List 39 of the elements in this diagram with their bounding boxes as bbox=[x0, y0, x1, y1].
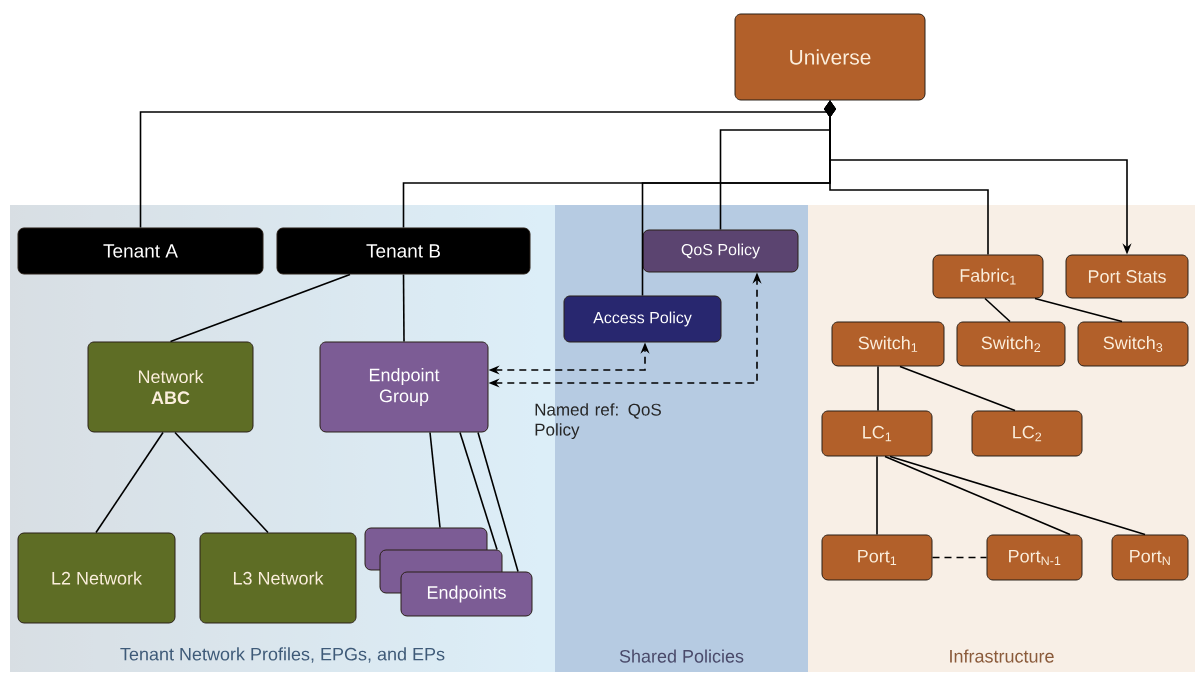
fabric-box: Fabric$_{1}$ bbox=[932, 254, 1044, 299]
connector bbox=[429, 431, 441, 529]
panel-label: Tenant Network Profiles, EPGs, and EPs bbox=[120, 647, 445, 663]
endpoint-box: Endpoints bbox=[400, 571, 533, 617]
network-box: L2 Network bbox=[17, 532, 176, 624]
connector bbox=[877, 365, 879, 412]
network-box: Network ABC bbox=[87, 341, 254, 433]
connector bbox=[931, 556, 988, 559]
connector bbox=[477, 431, 519, 573]
card-box: LC$_{1}$ bbox=[821, 410, 933, 457]
connector bbox=[174, 431, 269, 534]
connector bbox=[884, 455, 1071, 536]
policy-box: QoS Policy bbox=[642, 229, 799, 273]
card-box: LC$_{2}$ bbox=[971, 410, 1083, 457]
connector bbox=[876, 455, 878, 536]
connector bbox=[899, 365, 1016, 412]
network-box: L3 Network bbox=[199, 532, 357, 624]
connector bbox=[402, 273, 405, 343]
root-box: Universe bbox=[734, 13, 926, 101]
port-box: Port$_{N}$ bbox=[1111, 534, 1189, 581]
tenant-box: Tenant B bbox=[276, 227, 531, 275]
connector bbox=[459, 431, 498, 551]
edge-label: Named ref: QoS Policy bbox=[535, 403, 661, 440]
tenant-box: Tenant A bbox=[17, 227, 264, 275]
switch-box: Switch$_{3}$ bbox=[1077, 321, 1189, 367]
policy-box: Access Policy bbox=[563, 295, 722, 343]
switch-box: Switch$_{2}$ bbox=[956, 321, 1066, 367]
connector bbox=[169, 273, 351, 343]
panel-label: Shared Policies bbox=[619, 649, 744, 663]
group-box: Endpoint Group bbox=[319, 341, 489, 433]
switch-box: Switch$_{1}$ bbox=[831, 321, 945, 367]
connector bbox=[984, 297, 1011, 323]
port-box: Port$_{1}$ bbox=[821, 534, 933, 581]
port-box: Port$_{N-1}$ bbox=[986, 534, 1083, 581]
connector bbox=[95, 431, 164, 534]
connector bbox=[1034, 297, 1123, 323]
connector bbox=[889, 455, 1146, 536]
stats-box: Port Stats bbox=[1065, 254, 1189, 299]
panel-label: Infrastructure bbox=[950, 649, 1054, 663]
